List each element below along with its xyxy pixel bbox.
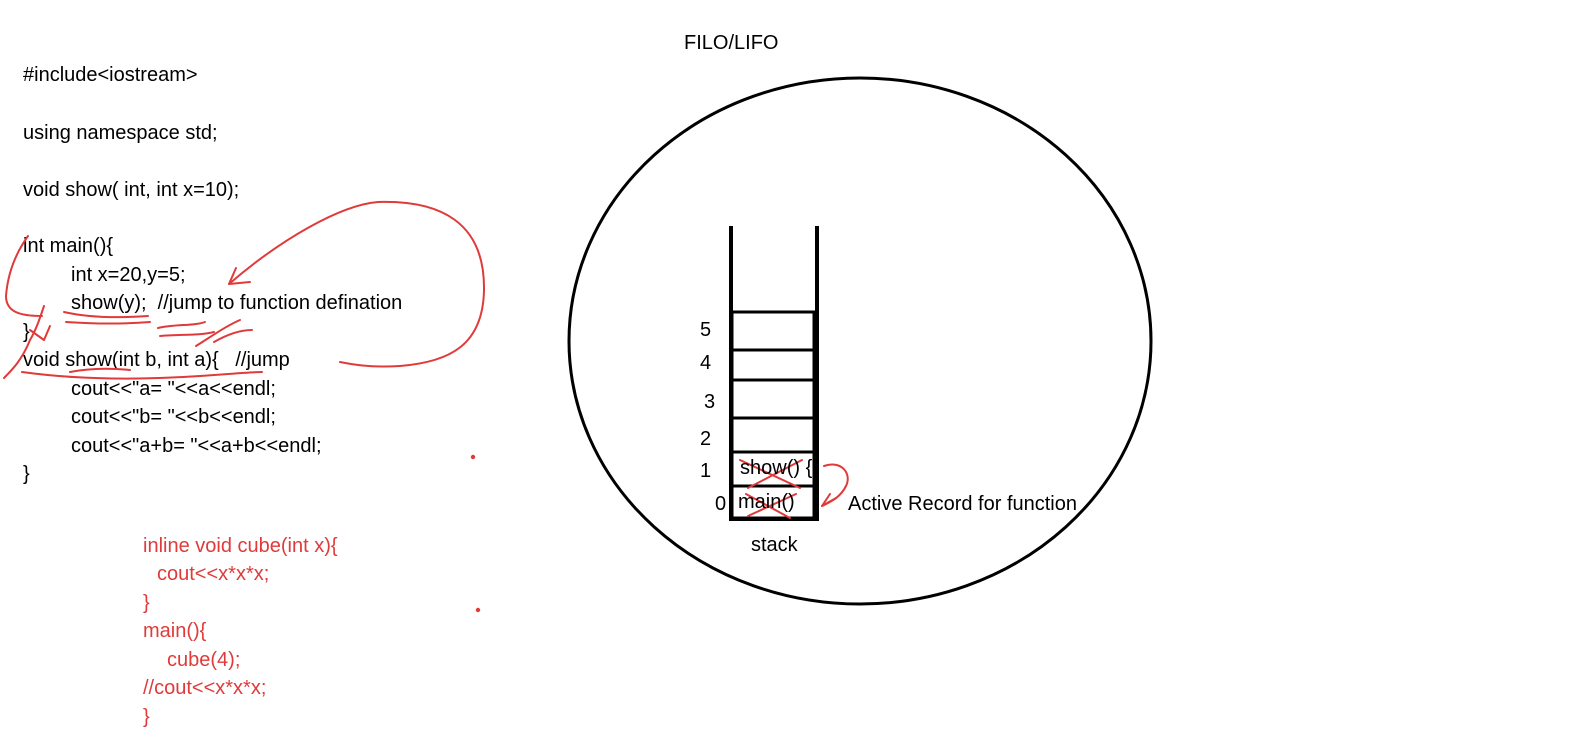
code-line: void show(int b, int a){ //jump	[23, 349, 290, 371]
memory-ellipse	[567, 76, 1153, 606]
inline-line: cout<<x*x*x;	[157, 563, 270, 585]
code-line: cout<<"a= "<<a<<endl;	[71, 378, 276, 400]
underline-show-word	[69, 367, 131, 373]
jump-loop-arrow	[228, 200, 486, 368]
underline-show-y	[63, 311, 151, 325]
scribble	[157, 319, 253, 347]
stack-label: stack	[751, 534, 798, 556]
stack-index-5: 5	[700, 319, 712, 341]
underline-definition	[21, 371, 263, 380]
stack-index-3: 3	[704, 391, 716, 413]
stray-dot	[470, 454, 476, 460]
inline-line: cube(4);	[167, 649, 241, 671]
stack-slot-2	[730, 416, 816, 454]
left-bracket	[5, 235, 43, 317]
stack-index-1: 1	[700, 460, 712, 482]
inline-line: inline void cube(int x){	[143, 535, 338, 557]
stack-index-4: 4	[700, 352, 712, 374]
stack-slot-3	[730, 378, 816, 420]
stack-cell-main: main()	[738, 491, 795, 513]
code-line: using namespace std;	[23, 122, 218, 144]
inline-line: //cout<<x*x*x;	[143, 677, 267, 699]
code-line: cout<<"b= "<<b<<endl;	[71, 406, 276, 428]
stray-dot	[475, 607, 481, 613]
code-line: int x=20,y=5;	[71, 264, 186, 286]
code-line: }	[23, 463, 30, 485]
checkmark	[3, 305, 45, 379]
code-line: cout<<"a+b= "<<a+b<<endl;	[71, 435, 322, 457]
stack-slot-0	[730, 484, 816, 520]
stack-slot-5	[730, 310, 816, 352]
jump-arrow-head	[228, 267, 251, 285]
code-line: int main(){	[23, 235, 114, 257]
code-line: show(y); //jump to function defination	[71, 292, 403, 314]
cross-show	[739, 459, 803, 489]
stack-index-2: 2	[700, 428, 712, 450]
stack-index-0: 0	[715, 493, 727, 515]
code-line: #include<iostream>	[23, 64, 198, 86]
active-record-arrow-head	[821, 493, 837, 507]
diagram-title: FILO/LIFO	[684, 32, 779, 54]
stack-cell-show: show() {	[740, 457, 813, 479]
inline-line: }	[143, 706, 150, 728]
code-line: void show( int, int x=10);	[23, 179, 240, 201]
inline-line: }	[143, 592, 150, 614]
stack-slot-4	[730, 348, 816, 382]
active-record-label: Active Record for function	[848, 493, 1077, 515]
cross-main	[745, 493, 797, 519]
code-line: }	[23, 321, 30, 343]
red-annotations	[3, 200, 849, 613]
check-arrow	[29, 325, 51, 341]
inline-line: main(){	[143, 620, 207, 642]
